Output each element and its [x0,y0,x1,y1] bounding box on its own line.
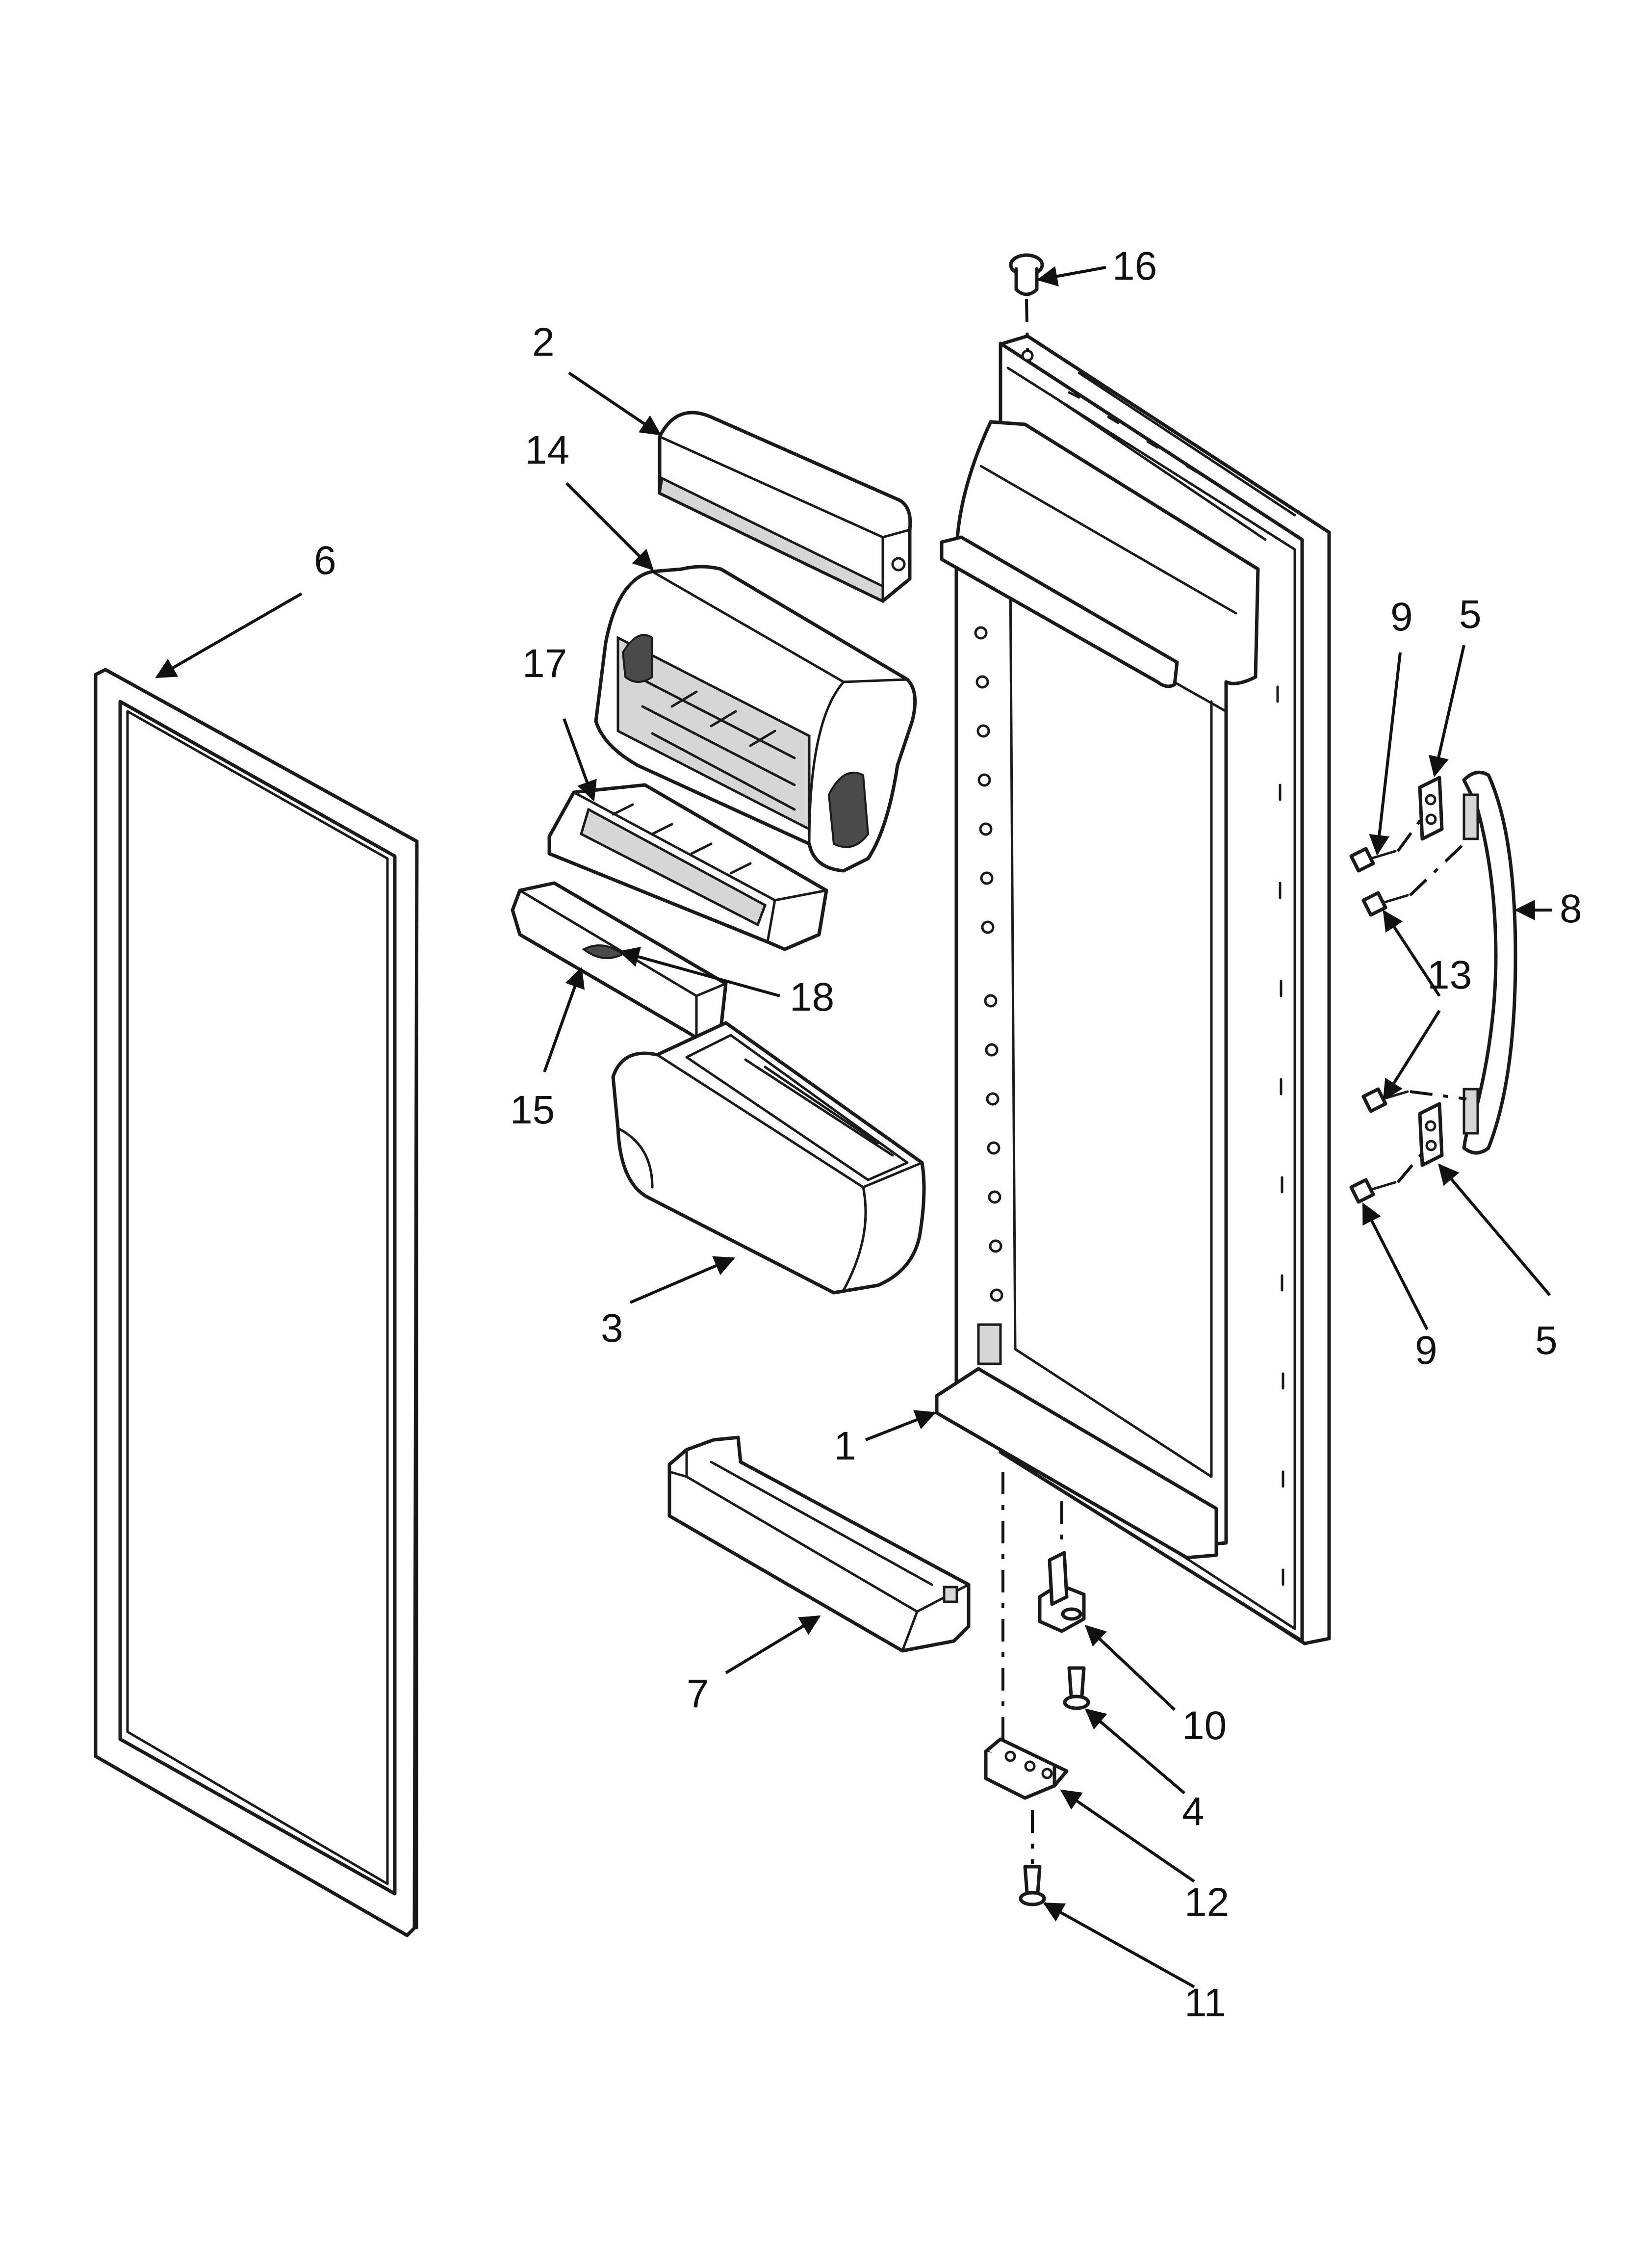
callout-9-upper: 9 [1390,595,1413,639]
callout-1: 1 [834,1424,856,1468]
screw-9-upper [1349,847,1397,873]
shelf-cover [658,411,912,603]
bottom-hinge [984,1737,1069,1800]
door-liner [935,334,1331,1645]
door-bin [611,1021,926,1295]
screw-13-lower [1361,1087,1409,1113]
callout-13: 13 [1427,953,1472,997]
handle-mount-lower [1418,1102,1444,1167]
callout-4: 4 [1182,1789,1205,1834]
callout-10: 10 [1182,1703,1227,1748]
lower-door-bin [667,1435,971,1653]
hinge-screw [1063,1666,1090,1710]
callout-8: 8 [1560,886,1582,931]
door-edge-dash-marks [1068,391,1284,1586]
plug-axis-line [1025,299,1029,351]
screws [1349,813,1468,1204]
door-plug [1009,253,1044,362]
callout-14: 14 [525,428,569,472]
callout-12: 12 [1184,1880,1229,1925]
callout-9-lower: 9 [1415,1328,1437,1373]
callout-3: 3 [601,1306,623,1351]
callout-17: 17 [522,641,567,686]
screw-9-lower [1349,1178,1397,1204]
door-handle [1462,770,1517,1155]
callout-5-upper: 5 [1459,592,1482,637]
callout-18: 18 [790,975,834,1019]
shelf-housing [594,565,917,873]
screw-13-upper [1361,891,1409,917]
callout-2: 2 [532,320,555,365]
callout-11: 11 [1184,1981,1226,2025]
hinge-bracket [1038,1551,1086,1633]
handle-mount-upper [1418,776,1444,841]
callout-15: 15 [510,1088,555,1132]
callout-6: 6 [314,538,336,583]
leader-lines [155,266,1552,1988]
door-gasket [94,668,419,1937]
callout-labels: 16 2 14 6 17 18 15 3 1 7 10 4 12 11 9 5 … [314,244,1582,2025]
hinge-axis-line [1001,1472,1034,1864]
callout-16: 16 [1112,244,1157,288]
callout-7: 7 [687,1671,709,1716]
hinge-bottom-screw [1019,1865,1046,1906]
door-liner-shelf-holes [974,626,1003,1302]
shelf-tray [547,783,828,951]
callout-5-lower: 5 [1535,1318,1558,1363]
